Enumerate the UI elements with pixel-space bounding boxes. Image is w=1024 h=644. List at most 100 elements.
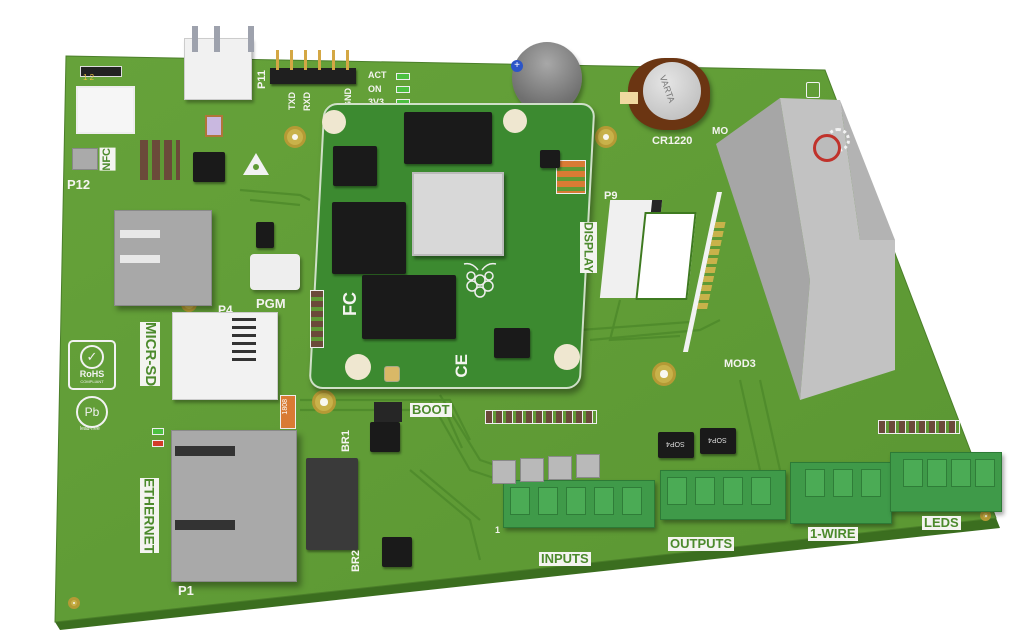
power-connector-pins xyxy=(192,26,254,52)
smd-resistor-array xyxy=(878,420,960,434)
pgm-label: PGM xyxy=(256,296,286,311)
uart-header-pins xyxy=(276,50,352,70)
one-wire-terminal-block[interactable] xyxy=(790,462,892,524)
micro-sd-label: MICR-SD xyxy=(140,322,160,387)
mounting-hole xyxy=(652,362,676,386)
nfc-label: NFC xyxy=(100,148,116,171)
soc-chip xyxy=(412,172,504,256)
bridge-rectifier-br2 xyxy=(382,537,412,567)
jumper-id-label: 1 2 xyxy=(83,73,95,82)
one-wire-label: 1-WIRE xyxy=(808,526,858,541)
ethernet-latch xyxy=(175,520,235,530)
lead-free-badge: Pb xyxy=(76,396,108,428)
boot-jumper[interactable] xyxy=(374,402,402,422)
usb-tab xyxy=(120,230,160,238)
jumper-id-block: 1 2 xyxy=(80,66,122,82)
mounting-hole-small xyxy=(68,597,80,609)
br2-label: BR2 xyxy=(350,550,362,573)
smd-resistor-column xyxy=(310,290,324,348)
uart-header xyxy=(270,68,356,84)
sop4-label: SOP4 xyxy=(666,440,685,447)
power-module xyxy=(716,98,895,400)
nfc-connector-label: P12 xyxy=(67,177,91,192)
display-connector-label: P9 xyxy=(604,190,618,202)
raspberry-pi-logo-icon xyxy=(463,262,497,298)
smd-cluster-1 xyxy=(140,140,180,180)
sd-contacts xyxy=(232,318,256,366)
nfc-antenna-pad xyxy=(76,86,135,134)
ram-chip xyxy=(404,112,492,164)
module-hole xyxy=(345,354,371,380)
mounting-hole xyxy=(595,126,617,148)
recycle-icon xyxy=(806,82,820,98)
wifi-chip xyxy=(362,275,456,339)
power-connector-pin-center xyxy=(214,26,220,52)
bridge-rectifier-br1 xyxy=(370,422,400,452)
buzzer-plus-icon: + xyxy=(511,60,523,72)
uart-header-label: P11 xyxy=(256,70,268,89)
sop4-relay-chip-2: SOP4 xyxy=(700,428,736,454)
smd-components xyxy=(556,160,586,194)
mounting-hole xyxy=(284,126,306,148)
display-label: DISPLAY xyxy=(580,222,597,273)
boot-label: BOOT xyxy=(410,402,452,417)
led-act xyxy=(396,73,410,80)
inputs-terminal-block[interactable] xyxy=(503,480,655,528)
br1-label: BR1 xyxy=(340,430,352,453)
led-3v3-label: 3V3 xyxy=(368,97,385,107)
uart-pin-txd: TXD xyxy=(287,92,297,110)
nfc-controller-chip xyxy=(193,152,225,182)
leds-label: LEDS xyxy=(922,515,961,530)
outputs-label: OUTPUTS xyxy=(668,536,735,551)
sop4-label: SOP4 xyxy=(708,436,727,443)
led-act-label: ACT xyxy=(368,70,387,80)
module-hole xyxy=(503,109,527,133)
module-hole xyxy=(322,110,346,134)
inductor-1808: 1808 xyxy=(280,395,296,429)
smd-resistor-array xyxy=(485,410,597,424)
micro-sd-slot[interactable] xyxy=(172,312,278,400)
inputs-pin1-label: 1 xyxy=(495,525,501,535)
optocoupler xyxy=(548,456,572,480)
lead-free-label: lead-free xyxy=(80,426,100,432)
sop4-relay-chip-1: SOP4 xyxy=(658,432,694,458)
ethernet-label: ETHERNET xyxy=(140,478,159,554)
flash-chip xyxy=(256,222,274,248)
optocoupler xyxy=(492,460,516,484)
optocoupler xyxy=(576,454,600,478)
regulator-chip xyxy=(540,150,560,168)
battery-clip xyxy=(620,92,638,104)
coin-cell-battery: VARTA xyxy=(643,62,701,120)
battery-label: CR1220 xyxy=(652,135,693,147)
inductor-label: 1808 xyxy=(282,399,289,415)
buzzer xyxy=(512,42,582,114)
ethernet-led-red xyxy=(152,440,164,447)
inputs-label: INPUTS xyxy=(539,551,591,566)
led-on xyxy=(396,86,410,93)
ethernet-magnetics xyxy=(306,458,358,550)
rohs-label: RoHS xyxy=(79,369,105,379)
nfc-connector xyxy=(72,148,98,170)
led-on-label: ON xyxy=(368,84,382,94)
rohs-badge: ✓ RoHS COMPLIANT xyxy=(68,340,116,390)
antenna-connector xyxy=(384,366,400,382)
module-partial-label: MO xyxy=(712,126,729,137)
optocoupler xyxy=(520,458,544,482)
ce-mark: CE xyxy=(452,354,471,378)
power-chip xyxy=(494,328,530,358)
sensor-chip xyxy=(205,115,223,137)
display-cutout xyxy=(635,212,697,300)
rohs-sublabel: COMPLIANT xyxy=(80,379,104,384)
pmic-chip xyxy=(333,146,377,186)
usb-tab xyxy=(120,255,160,263)
leds-terminal-block[interactable] xyxy=(890,452,1002,512)
mod3-label: MOD3 xyxy=(724,358,756,370)
pgm-button[interactable] xyxy=(250,254,300,290)
outputs-terminal-block[interactable] xyxy=(660,470,786,520)
ethernet-latch xyxy=(175,446,235,456)
mounting-hole xyxy=(312,390,336,414)
ethernet-led-green xyxy=(152,428,164,435)
potentiometer[interactable] xyxy=(813,134,841,162)
ethernet-connector-label: P1 xyxy=(178,583,194,598)
esd-warning-icon xyxy=(243,153,269,175)
